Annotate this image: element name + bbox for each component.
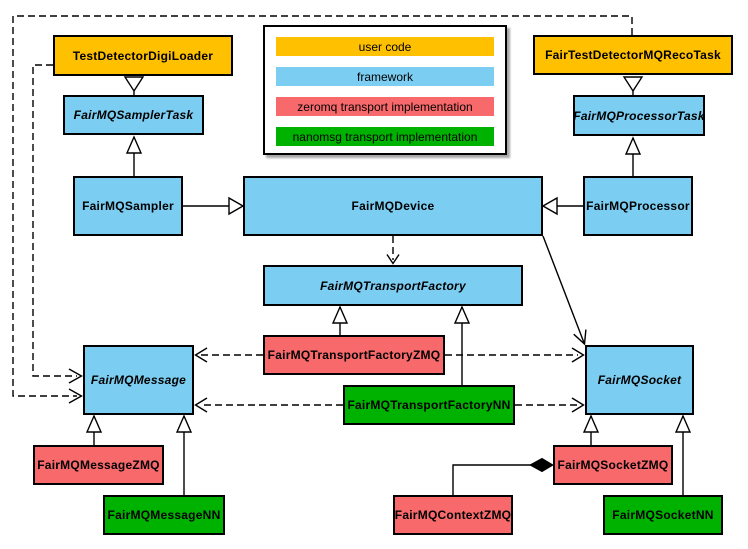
edge-digiloader-message bbox=[32, 64, 77, 377]
composition-diamond-icon bbox=[528, 457, 554, 473]
class-box-fairmqsamplertask: FairMQSamplerTask bbox=[63, 95, 204, 135]
edge-device-socket bbox=[542, 235, 586, 345]
inheritance-triangle-icon bbox=[674, 414, 692, 433]
class-box-fairmqtransportfactorynn: FairMQTransportFactoryNN bbox=[343, 385, 515, 425]
dependency-arrowhead-icon bbox=[571, 397, 585, 413]
class-box-fairmqcontextzmq: FairMQContextZMQ bbox=[393, 495, 513, 535]
class-box-fairtestdetectormqrecotask: FairTestDetectorMQRecoTask bbox=[533, 35, 733, 75]
class-box-testdetectordigiloader: TestDetectorDigiLoader bbox=[53, 35, 233, 76]
class-box-fairmqtransportfactoryzmq: FairMQTransportFactoryZMQ bbox=[263, 335, 445, 375]
dependency-arrowhead-icon bbox=[194, 347, 208, 363]
inheritance-triangle-icon bbox=[624, 136, 642, 155]
dependency-arrowhead-icon bbox=[386, 254, 400, 265]
class-box-fairmqsocketzmq: FairMQSocketZMQ bbox=[553, 445, 673, 485]
inheritance-triangle-icon bbox=[85, 414, 103, 433]
class-box-fairmqmessage: FairMQMessage bbox=[83, 345, 194, 415]
class-box-fairmqdevice: FairMQDevice bbox=[243, 176, 543, 236]
inheritance-triangle-icon bbox=[331, 305, 349, 324]
dependency-arrowhead-icon bbox=[68, 388, 83, 404]
legend-item-nanomsg: nanomsg transport implementation bbox=[276, 127, 494, 146]
inheritance-triangle-icon bbox=[453, 305, 471, 324]
legend: user code framework zeromq transport imp… bbox=[263, 25, 507, 155]
class-box-fairmqsocketnn: FairMQSocketNN bbox=[603, 495, 723, 535]
class-box-fairmqtransportfactory: FairMQTransportFactory bbox=[263, 265, 523, 306]
dependency-arrowhead-icon bbox=[68, 368, 83, 384]
inheritance-triangle-icon bbox=[541, 196, 558, 216]
inheritance-triangle-icon bbox=[228, 196, 245, 216]
inheritance-triangle-icon bbox=[622, 76, 644, 93]
class-box-fairmqprocessortask: FairMQProcessorTask bbox=[573, 95, 705, 136]
inheritance-triangle-icon bbox=[175, 414, 193, 433]
class-box-fairmqprocessor: FairMQProcessor bbox=[583, 176, 693, 236]
legend-item-zeromq: zeromq transport implementation bbox=[276, 97, 494, 116]
class-box-fairmqmessagezmq: FairMQMessageZMQ bbox=[33, 445, 164, 485]
edge-recotask-message bbox=[12, 15, 633, 397]
inheritance-triangle-icon bbox=[582, 414, 600, 433]
association-arrowhead-icon bbox=[573, 329, 587, 346]
edge-contextzmq-socketzmq bbox=[452, 464, 531, 495]
inheritance-triangle-icon bbox=[123, 76, 145, 93]
class-box-fairmqsampler: FairMQSampler bbox=[73, 176, 183, 236]
class-box-fairmqmessagenn: FairMQMessageNN bbox=[103, 495, 225, 535]
class-box-fairmqsocket: FairMQSocket bbox=[585, 345, 694, 415]
legend-item-framework: framework bbox=[276, 67, 494, 86]
dependency-arrowhead-icon bbox=[194, 397, 208, 413]
inheritance-triangle-icon bbox=[125, 135, 143, 154]
legend-item-user-code: user code bbox=[276, 37, 494, 56]
dependency-arrowhead-icon bbox=[571, 347, 585, 363]
